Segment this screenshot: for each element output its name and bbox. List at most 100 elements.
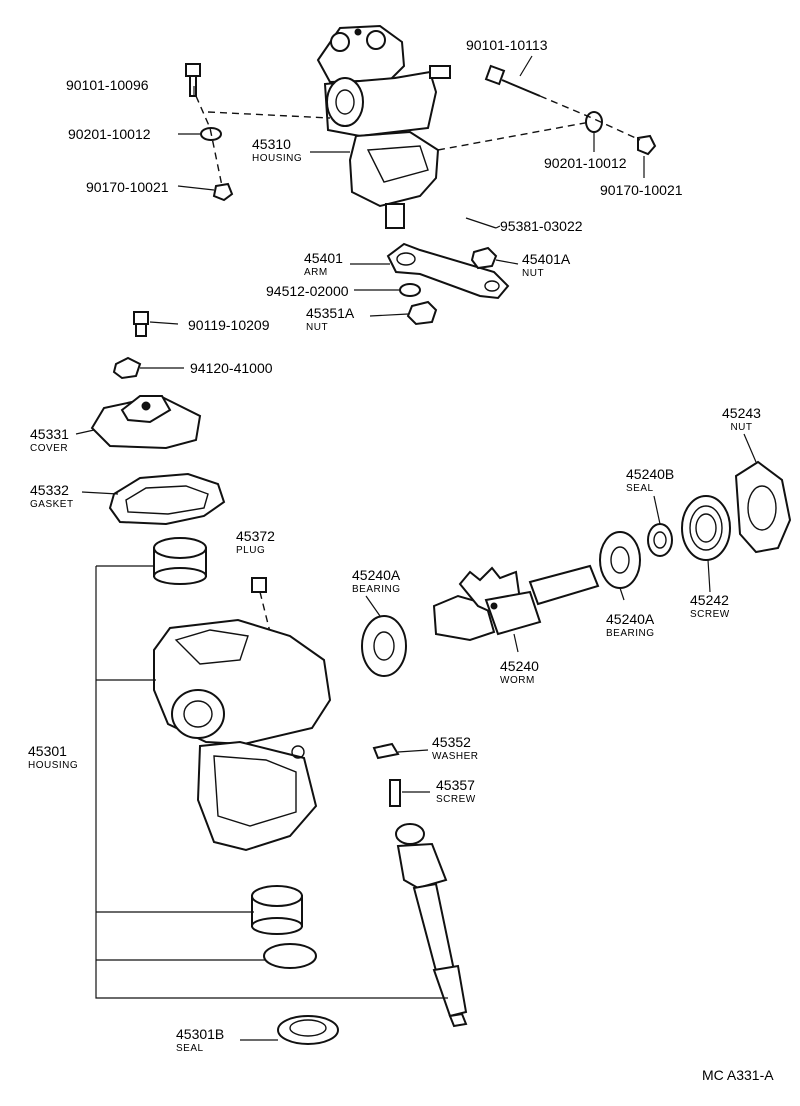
part-name: ARM [304, 267, 328, 278]
part-number: 45243 [722, 405, 761, 421]
washer-94512-drawing [399, 283, 421, 297]
part-number: 90170-10021 [86, 179, 169, 195]
figure-code: MC A331-A [702, 1067, 774, 1083]
part-name: BEARING [352, 584, 401, 595]
nut-right-drawing [637, 134, 657, 156]
label-90201-10012-right: 90201-10012 [544, 156, 627, 170]
part-number: 45301 [28, 743, 67, 759]
part-number: 90119-10209 [188, 317, 270, 333]
lock-nut-drawing [734, 460, 792, 554]
cover-45331-drawing [90, 394, 202, 450]
part-name: SEAL [176, 1043, 204, 1054]
seal-45240B-drawing [647, 523, 673, 557]
part-name: COVER [30, 443, 69, 454]
washer-45352-drawing [372, 742, 400, 760]
bolt-90101-10113-drawing [484, 64, 541, 97]
part-number: 90170-10021 [600, 182, 683, 198]
seal-45301B-drawing [277, 1015, 339, 1045]
part-number: 94512-02000 [266, 283, 349, 299]
part-number: 45401A [522, 251, 571, 267]
part-name: NUT [306, 322, 329, 333]
part-number: 45242 [690, 592, 729, 608]
label-90170-10021-left: 90170-10021 [86, 180, 169, 194]
gearbox-assembly-drawing [316, 24, 451, 229]
part-number: 90201-10012 [544, 155, 627, 171]
label-90101-10096: 90101-10096 [66, 78, 149, 92]
bolt-90101-10096-drawing [185, 63, 201, 97]
part-number: 95381-03022 [500, 218, 583, 234]
part-name: SCREW [690, 609, 730, 620]
part-name: HOUSING [28, 760, 79, 771]
part-number: 45240A [606, 611, 655, 627]
part-number: 45240 [500, 658, 539, 674]
leader-lines [75, 55, 757, 1041]
label-90170-10021-right: 90170-10021 [600, 183, 683, 197]
part-number: 45240B [626, 466, 675, 482]
adjusting-screw-drawing [681, 495, 731, 561]
bearing-left-drawing [361, 615, 407, 677]
part-number: 45357 [436, 777, 475, 793]
part-number: 45352 [432, 734, 471, 750]
bushing-upper-drawing [153, 537, 207, 585]
label-90119-10209: 90119-10209 [188, 318, 269, 332]
gasket-45332-drawing [108, 472, 226, 526]
part-number: 45351A [306, 305, 355, 321]
part-number: 45332 [30, 482, 69, 498]
cotter-pin-drawing [465, 217, 497, 229]
part-name: WASHER [432, 751, 479, 762]
part-number: 90101-10096 [66, 77, 149, 93]
part-name: BEARING [606, 628, 655, 639]
part-name: WORM [500, 675, 535, 686]
label-94120-41000: 94120-41000 [190, 361, 273, 375]
part-number: 90201-10012 [68, 126, 151, 142]
dash-right-stack [539, 95, 641, 141]
bearing-right-drawing [599, 531, 641, 589]
bushing-lower-drawing [251, 885, 303, 935]
dash-left-stack [195, 95, 223, 187]
part-name: NUT [522, 268, 545, 279]
label-95381-03022: 95381-03022 [500, 219, 583, 233]
dash-left-to-housing [207, 111, 331, 119]
pitman-arm-drawing [386, 242, 510, 300]
part-number: 45310 [252, 136, 291, 152]
nut-left-drawing [212, 182, 234, 202]
part-number: 45301B [176, 1026, 225, 1042]
part-number: 45401 [304, 250, 343, 266]
part-number: 94120-41000 [190, 360, 273, 376]
part-name: GASKET [30, 499, 74, 510]
nut-45351A-drawing [406, 300, 438, 326]
screw-45357-drawing [389, 779, 401, 807]
plug-drawing [251, 577, 267, 593]
label-94512-02000: 94512-02000 [266, 284, 349, 298]
part-name: NUT [730, 422, 753, 433]
dash-right-to-housing [437, 121, 591, 151]
part-name: SCREW [436, 794, 476, 805]
label-90201-10012-left: 90201-10012 [68, 127, 151, 141]
label-90101-10113: 90101-10113 [466, 38, 547, 52]
housing-45301-drawing [153, 618, 332, 852]
part-number: 90101-10113 [466, 37, 548, 53]
part-number: 45331 [30, 426, 69, 442]
part-name: SEAL [626, 483, 654, 494]
snap-ring-drawing [263, 943, 317, 969]
worm-45240-drawing [432, 564, 600, 642]
nut-94120-drawing [112, 356, 142, 380]
